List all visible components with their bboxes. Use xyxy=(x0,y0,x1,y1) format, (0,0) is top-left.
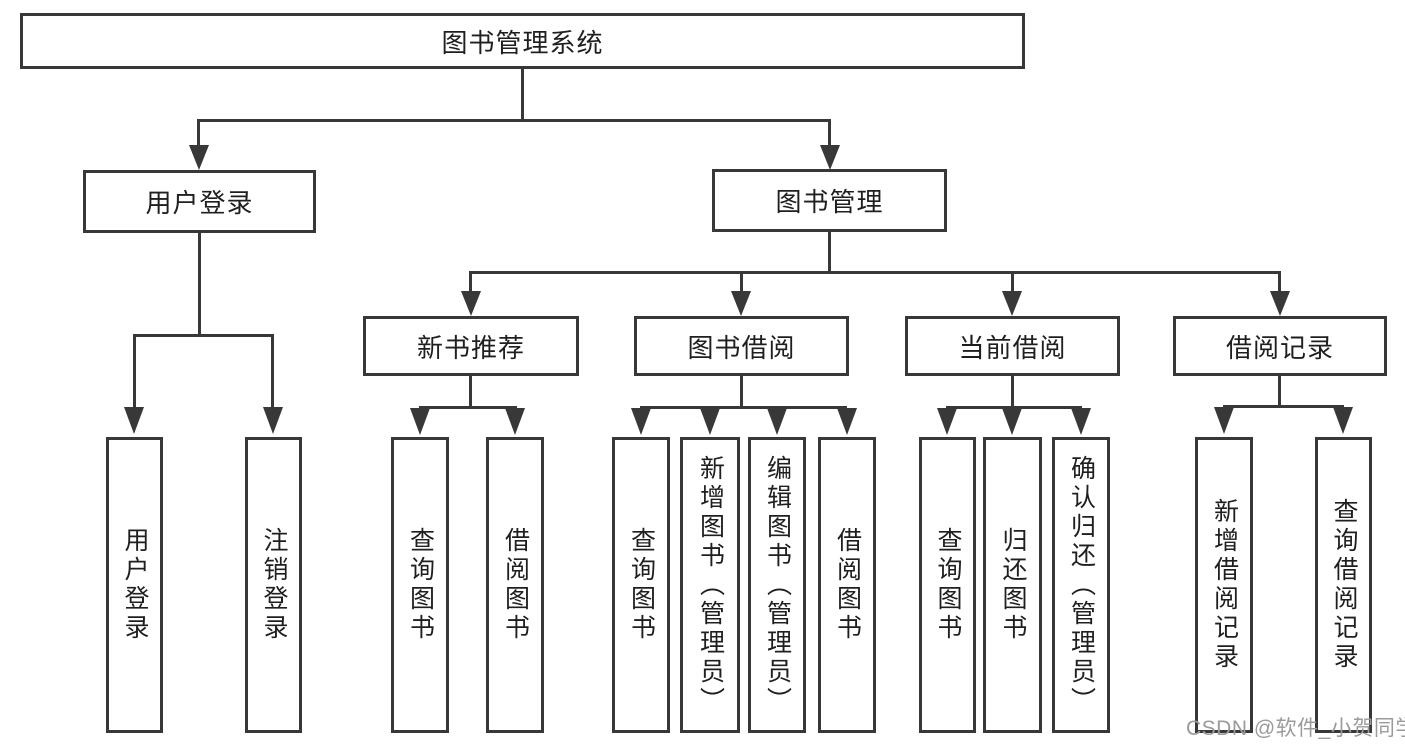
arrowhead-down-icon xyxy=(631,408,651,435)
arrowhead-down-icon xyxy=(1214,407,1234,434)
connector-bookmgmt-drop-2 xyxy=(740,271,743,291)
arrowhead-down-icon xyxy=(189,145,209,170)
connector-root-branch xyxy=(197,119,831,122)
connector-login-branch xyxy=(133,334,274,337)
arrowhead-down-icon xyxy=(263,407,283,434)
connector-login-drop-left xyxy=(133,334,136,409)
node-root: 图书管理系统 xyxy=(20,13,1025,69)
arrowhead-down-icon xyxy=(124,407,144,434)
arrowhead-down-icon xyxy=(505,408,525,435)
node-user-login-group: 用户登录 xyxy=(83,170,316,233)
connector-recommend-branch xyxy=(419,406,517,409)
connector-bookmgmt-drop-1 xyxy=(469,271,472,291)
leaf-query-borrow-record: 查询借阅记录 xyxy=(1315,437,1372,733)
connector-root-drop-right xyxy=(828,119,831,148)
leaf-add-book-admin: 新增图书（管理员） xyxy=(680,437,740,733)
arrowhead-down-icon xyxy=(1002,408,1022,435)
arrowhead-down-icon xyxy=(731,291,751,316)
connector-current-stem xyxy=(1011,376,1014,406)
connector-login-stem xyxy=(198,233,201,334)
arrowhead-down-icon xyxy=(937,408,957,435)
connector-recommend-stem xyxy=(469,376,472,406)
connector-borrow-branch xyxy=(640,406,847,409)
leaf-borrow-books-recommend: 借阅图书 xyxy=(486,437,544,733)
connector-root-stem xyxy=(521,69,524,119)
watermark: CSDN @软件_小贺同学 xyxy=(1186,717,1405,740)
node-new-book-recommend: 新书推荐 xyxy=(363,316,579,376)
arrowhead-down-icon xyxy=(700,408,720,435)
arrowhead-down-icon xyxy=(837,408,857,435)
arrowhead-down-icon xyxy=(1002,291,1022,316)
connector-bookmgmt-drop-3 xyxy=(1011,271,1014,291)
leaf-edit-book-admin: 编辑图书（管理员） xyxy=(748,437,806,733)
arrowhead-down-icon xyxy=(461,291,481,316)
arrowhead-down-icon xyxy=(1071,408,1091,435)
leaf-return-book: 归还图书 xyxy=(983,437,1042,733)
leaf-logout: 注销登录 xyxy=(245,437,302,733)
connector-root-drop-left xyxy=(197,119,200,148)
leaf-query-books-current: 查询图书 xyxy=(919,437,976,733)
arrowhead-down-icon xyxy=(820,145,840,170)
leaf-query-books-recommend: 查询图书 xyxy=(391,437,449,733)
leaf-confirm-return-admin: 确认归还（管理员） xyxy=(1052,437,1110,733)
node-current-borrow: 当前借阅 xyxy=(905,316,1120,376)
arrowhead-down-icon xyxy=(1270,291,1290,316)
connector-login-drop-right xyxy=(271,334,274,409)
leaf-borrow-books: 借阅图书 xyxy=(818,437,876,733)
arrowhead-down-icon xyxy=(767,408,787,435)
connector-current-branch xyxy=(946,406,1082,409)
connector-bookmgmt-stem xyxy=(828,232,831,271)
arrowhead-down-icon xyxy=(410,408,430,435)
leaf-query-books-borrow: 查询图书 xyxy=(612,437,670,733)
connector-records-branch xyxy=(1223,405,1344,408)
node-book-borrow: 图书借阅 xyxy=(634,316,849,376)
connector-bookmgmt-branch xyxy=(470,271,1281,274)
connector-bookmgmt-drop-4 xyxy=(1278,271,1281,291)
connector-records-stem xyxy=(1278,376,1281,405)
leaf-add-borrow-record: 新增借阅记录 xyxy=(1195,437,1253,733)
node-book-management: 图书管理 xyxy=(712,169,947,232)
connector-borrow-stem xyxy=(740,376,743,406)
leaf-user-login: 用户登录 xyxy=(106,437,163,733)
node-borrow-records: 借阅记录 xyxy=(1173,316,1387,376)
arrowhead-down-icon xyxy=(1333,407,1353,434)
